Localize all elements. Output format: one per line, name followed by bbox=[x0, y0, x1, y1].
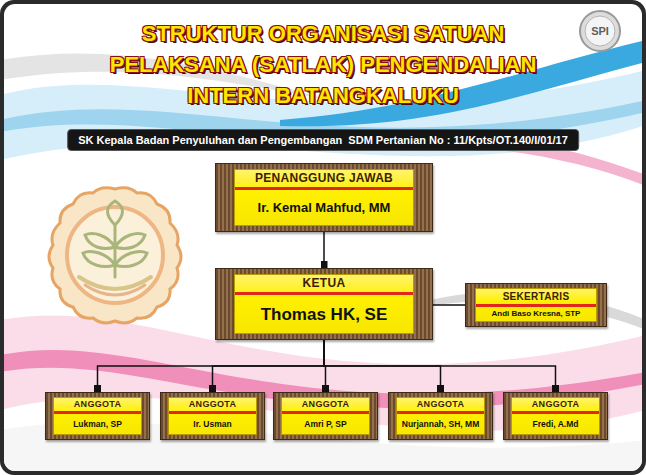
box-panel: ANGGOTALukman, SP bbox=[53, 397, 142, 435]
person-name: Ir. Usman bbox=[169, 414, 256, 434]
role-heading: ANGGOTA bbox=[282, 398, 369, 414]
position-box: ANGGOTAAmri P, SP bbox=[273, 392, 378, 440]
box-panel: PENANGGUNG JAWABIr. Kemal Mahfud, MM bbox=[234, 169, 414, 226]
decree-band: SK Kepala Badan Penyuluhan dan Pengemban… bbox=[67, 129, 579, 151]
box-panel: SEKERTARISAndi Baso Kresna, STP bbox=[475, 288, 597, 322]
role-heading: ANGGOTA bbox=[54, 398, 141, 414]
role-heading: ANGGOTA bbox=[169, 398, 256, 414]
role-heading: PENANGGUNG JAWAB bbox=[235, 170, 413, 190]
position-box: ANGGOTANurjannah, SH, MM bbox=[388, 392, 493, 440]
box-panel: ANGGOTANurjannah, SH, MM bbox=[396, 397, 485, 435]
position-box: ANGGOTALukman, SP bbox=[45, 392, 150, 440]
position-box: KETUAThomas HK, SE bbox=[215, 268, 433, 340]
person-name: Thomas HK, SE bbox=[235, 295, 413, 333]
connector bbox=[98, 340, 325, 392]
chart-title: STRUKTUR ORGANISASI SATUAN PELAKSANA (SA… bbox=[88, 18, 558, 111]
connector bbox=[433, 304, 465, 306]
connector bbox=[324, 340, 556, 392]
box-panel: KETUAThomas HK, SE bbox=[234, 274, 414, 334]
box-panel: ANGGOTAIr. Usman bbox=[168, 397, 257, 435]
person-name: Nurjannah, SH, MM bbox=[397, 414, 484, 434]
spi-logo bbox=[580, 11, 620, 51]
role-heading: KETUA bbox=[235, 275, 413, 295]
role-heading: ANGGOTA bbox=[512, 398, 599, 414]
ministry-emblem bbox=[49, 188, 181, 323]
role-heading: SEKERTARIS bbox=[476, 289, 596, 307]
connector bbox=[323, 232, 325, 268]
position-box: ANGGOTAIr. Usman bbox=[160, 392, 265, 440]
connector bbox=[213, 340, 325, 392]
position-box: SEKERTARISAndi Baso Kresna, STP bbox=[465, 283, 607, 327]
person-name: Lukman, SP bbox=[54, 414, 141, 434]
person-name: Fredi, A.Md bbox=[512, 414, 599, 434]
logo-text: SPI bbox=[585, 24, 615, 38]
person-name: Ir. Kemal Mahfud, MM bbox=[235, 190, 413, 225]
person-name: Amri P, SP bbox=[282, 414, 369, 434]
box-panel: ANGGOTAAmri P, SP bbox=[281, 397, 370, 435]
box-panel: ANGGOTAFredi, A.Md bbox=[511, 397, 600, 435]
position-box: ANGGOTAFredi, A.Md bbox=[503, 392, 608, 440]
position-box: PENANGGUNG JAWABIr. Kemal Mahfud, MM bbox=[215, 163, 433, 232]
person-name: Andi Baso Kresna, STP bbox=[476, 307, 596, 321]
role-heading: ANGGOTA bbox=[397, 398, 484, 414]
